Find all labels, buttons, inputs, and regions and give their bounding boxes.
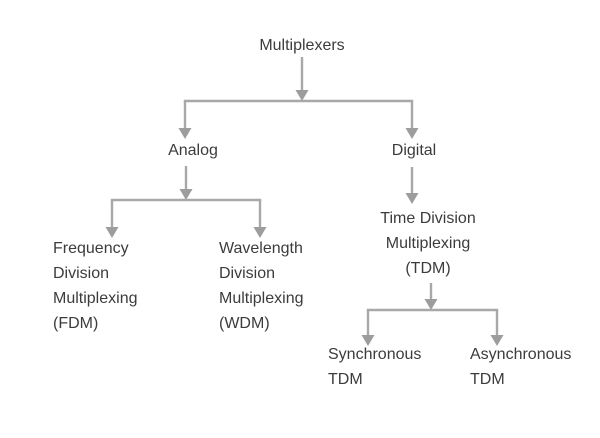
edge-digital-to-tdm [405,167,419,204]
arrow-down-icon [295,90,309,101]
node-multiplexers: Multiplexers [259,37,345,54]
edge-root-to-branches [178,57,419,139]
arrow-down-icon [490,335,504,346]
arrow-down-icon [179,189,193,200]
node-asynchronous-tdm: Asynchronous TDM [470,346,572,388]
arrow-down-icon [361,335,375,346]
node-tdm: Time Division Multiplexing (TDM) [380,210,476,277]
edge-analog-to-children [105,166,267,238]
node-fdm: Frequency Division Multiplexing (FDM) [53,240,138,332]
arrow-down-icon [424,299,438,310]
arrow-down-icon [253,227,267,238]
arrow-down-icon [178,128,192,139]
arrow-down-icon [105,227,119,238]
node-analog: Analog [168,142,218,159]
node-digital: Digital [391,142,437,159]
arrow-down-icon [405,193,419,204]
edge-tdm-to-children [361,283,504,346]
arrow-down-icon [405,128,419,139]
node-wdm: Wavelength Division Multiplexing (WDM) [219,240,304,332]
node-synchronous-tdm: Synchronous TDM [328,346,422,388]
